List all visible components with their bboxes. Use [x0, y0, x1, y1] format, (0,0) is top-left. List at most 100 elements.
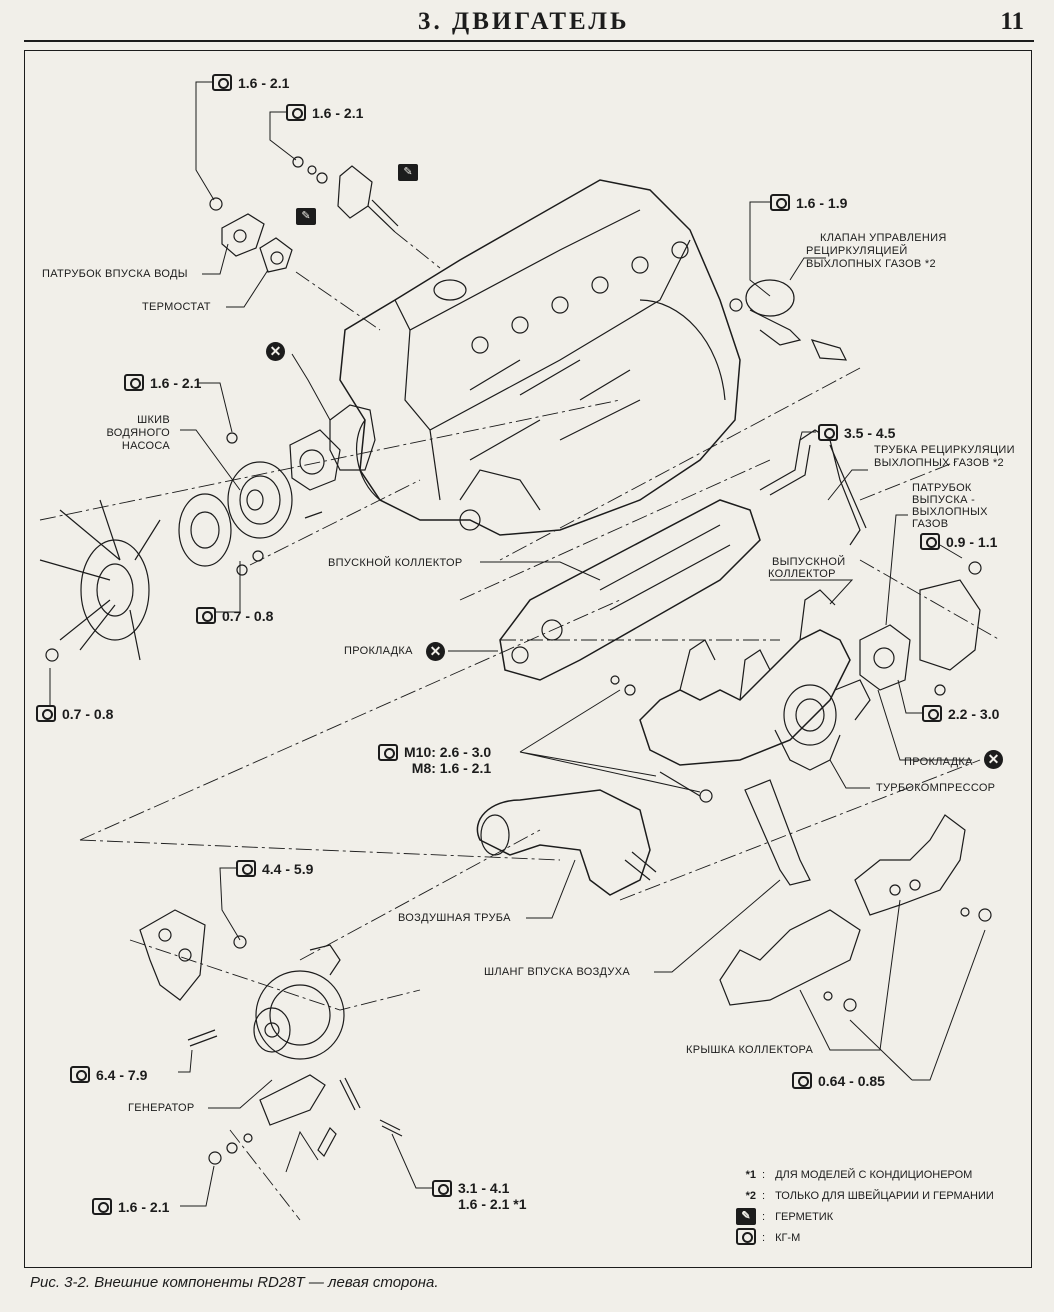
- label-air-pipe: ВОЗДУШНАЯ ТРУБА: [398, 912, 511, 924]
- torque-spec: M10: 2.6 - 3.0 M8: 1.6 - 2.1: [378, 744, 491, 776]
- torque-value: 0.9 - 1.1: [946, 533, 998, 550]
- label-turbocharger: ТУРБОКОМПРЕССОР: [876, 782, 996, 794]
- torque-value: 1.6 - 1.9: [796, 194, 848, 211]
- sealant-icon: ✎: [716, 1208, 756, 1225]
- label-exhaust-manifold-2: КОЛЛЕКТОР: [768, 568, 836, 580]
- alternator-bracket: [139, 909, 403, 1165]
- torque-wrench-icon: [124, 374, 144, 391]
- label-outlet-2: ВЫПУСКА -: [912, 494, 976, 506]
- torque-wrench-icon: [36, 705, 56, 722]
- legend-text: ТОЛЬКО ДЛЯ ШВЕЙЦАРИИ И ГЕРМАНИИ: [775, 1189, 994, 1202]
- legend-key: *2: [745, 1189, 756, 1202]
- torque-wrench-icon: [432, 1180, 452, 1197]
- label-egr-valve-3: ВЫХЛОПНЫХ ГАЗОВ *2: [806, 258, 936, 270]
- torque-spec: 3.1 - 4.1 1.6 - 2.1 *1: [432, 1180, 527, 1212]
- label-alternator: ГЕНЕРАТОР: [128, 1102, 195, 1114]
- water-outlet-parts: [209, 156, 399, 273]
- legend-colon: :: [762, 1210, 766, 1223]
- torque-spec: 0.64 - 0.85: [792, 1072, 885, 1089]
- label-pulley-3: НАСОСА: [121, 440, 170, 452]
- torque-spec: 1.6 - 2.1: [92, 1198, 169, 1215]
- torque-value: M8: 1.6 - 2.1: [411, 760, 492, 776]
- torque-spec: 6.4 - 7.9: [70, 1066, 147, 1083]
- sealant-icon: ✎: [398, 162, 418, 181]
- torque-value: M10: 2.6 - 3.0: [404, 744, 492, 760]
- label-egr-tube-1: ТРУБКА РЕЦИРКУЛЯЦИИ: [874, 444, 1015, 456]
- label-egr-valve-1: КЛАПАН УПРАВЛЕНИЯ: [820, 232, 947, 244]
- torque-spec: 3.5 - 4.5: [818, 424, 895, 441]
- torque-spec: 2.2 - 3.0: [922, 705, 999, 722]
- label-intake-manifold: ВПУСКНОЙ КОЛЛЕКТОР: [328, 557, 463, 569]
- label-gasket-left: ПРОКЛАДКА: [344, 645, 413, 657]
- torque-wrench-icon: [378, 744, 398, 761]
- legend-row: *2 : ТОЛЬКО ДЛЯ ШВЕЙЦАРИИ И ГЕРМАНИИ: [716, 1185, 994, 1206]
- legend-text: ГЕРМЕТИК: [775, 1210, 834, 1223]
- replace-x-icon: ✕: [266, 342, 285, 361]
- sealant-icon: ✎: [296, 206, 316, 225]
- page-number: 11: [1000, 8, 1024, 35]
- label-air-hose: ШЛАНГ ВПУСКА ВОЗДУХА: [484, 966, 630, 978]
- torque-wrench-icon: [212, 74, 232, 91]
- torque-value: 3.1 - 4.1: [458, 1180, 510, 1196]
- legend-key: *1: [745, 1168, 756, 1181]
- torque-value: 0.7 - 0.8: [62, 705, 114, 722]
- torque-wrench-icon: [770, 194, 790, 211]
- label-pulley-2: ВОДЯНОГО: [106, 427, 170, 439]
- label-thermostat: ТЕРМОСТАТ: [142, 301, 211, 313]
- torque-wrench-icon: [716, 1227, 756, 1248]
- legend-row: : КГ-М: [716, 1227, 994, 1248]
- exhaust-manifold: [639, 561, 982, 766]
- torque-value: 1.6 - 2.1: [118, 1198, 170, 1215]
- torque-wrench-icon: [920, 533, 940, 550]
- torque-value: 4.4 - 5.9: [262, 860, 314, 877]
- torque-wrench-icon: [196, 607, 216, 624]
- leader-lines: [38, 81, 986, 1207]
- torque-value: 2.2 - 3.0: [948, 705, 1000, 722]
- torque-wrench-icon: [922, 705, 942, 722]
- air-pipe-hose: [476, 779, 811, 896]
- label-outlet-4: ГАЗОВ: [912, 518, 949, 530]
- torque-value: 3.5 - 4.5: [844, 424, 896, 441]
- legend-colon: :: [762, 1168, 766, 1181]
- legend-row: *1 : ДЛЯ МОДЕЛЕЙ С КОНДИЦИОНЕРОМ: [716, 1164, 994, 1185]
- label-water-inlet: ПАТРУБОК ВПУСКА ВОДЫ: [42, 268, 188, 280]
- egr-parts: [729, 279, 867, 546]
- engine-block: [339, 179, 741, 536]
- torque-wrench-icon: [70, 1066, 90, 1083]
- turbocharger: [610, 675, 871, 803]
- torque-value: 1.6 - 2.1: [238, 74, 290, 91]
- legend-text: КГ-М: [775, 1231, 801, 1244]
- label-gasket-right: ПРОКЛАДКА: [904, 756, 973, 768]
- legend: *1 : ДЛЯ МОДЕЛЕЙ С КОНДИЦИОНЕРОМ *2 : ТО…: [716, 1164, 994, 1248]
- torque-value: 6.4 - 7.9: [96, 1066, 148, 1083]
- torque-spec: 4.4 - 5.9: [236, 860, 313, 877]
- intake-manifold: [499, 499, 761, 681]
- legend-colon: :: [762, 1189, 766, 1202]
- figure-caption: Рис. 3-2. Внешние компоненты RD28T — лев…: [30, 1274, 439, 1291]
- label-egr-tube-2: ВЫХЛОПНЫХ ГАЗОВ *2: [874, 457, 1004, 469]
- torque-spec: 0.9 - 1.1: [920, 533, 997, 550]
- torque-spec: 1.6 - 2.1: [124, 374, 201, 391]
- torque-wrench-icon: [236, 860, 256, 877]
- legend-row: ✎ : ГЕРМЕТИК: [716, 1206, 994, 1227]
- torque-spec: 0.7 - 0.8: [36, 705, 113, 722]
- alignment-lines: [39, 231, 1001, 1221]
- torque-wrench-icon: [286, 104, 306, 121]
- torque-value: 1.6 - 2.1: [150, 374, 202, 391]
- torque-wrench-icon: [818, 424, 838, 441]
- torque-value: 1.6 - 2.1: [312, 104, 364, 121]
- torque-value: 1.6 - 2.1 *1: [458, 1196, 527, 1212]
- chapter-title: 3. ДВИГАТЕЛЬ: [418, 8, 630, 35]
- label-exhaust-manifold-1: ВЫПУСКНОЙ: [772, 556, 846, 568]
- torque-wrench-icon: [92, 1198, 112, 1215]
- legend-colon: :: [762, 1231, 766, 1244]
- torque-spec: 1.6 - 1.9: [770, 194, 847, 211]
- torque-value: 0.64 - 0.85: [818, 1072, 885, 1089]
- torque-value: 0.7 - 0.8: [222, 607, 274, 624]
- label-egr-valve-2: РЕЦИРКУЛЯЦИЕЙ: [806, 245, 908, 257]
- replace-x-icon: ✕: [426, 642, 445, 661]
- torque-wrench-icon: [792, 1072, 812, 1089]
- replace-x-icon: ✕: [984, 750, 1003, 769]
- torque-spec: 1.6 - 2.1: [286, 104, 363, 121]
